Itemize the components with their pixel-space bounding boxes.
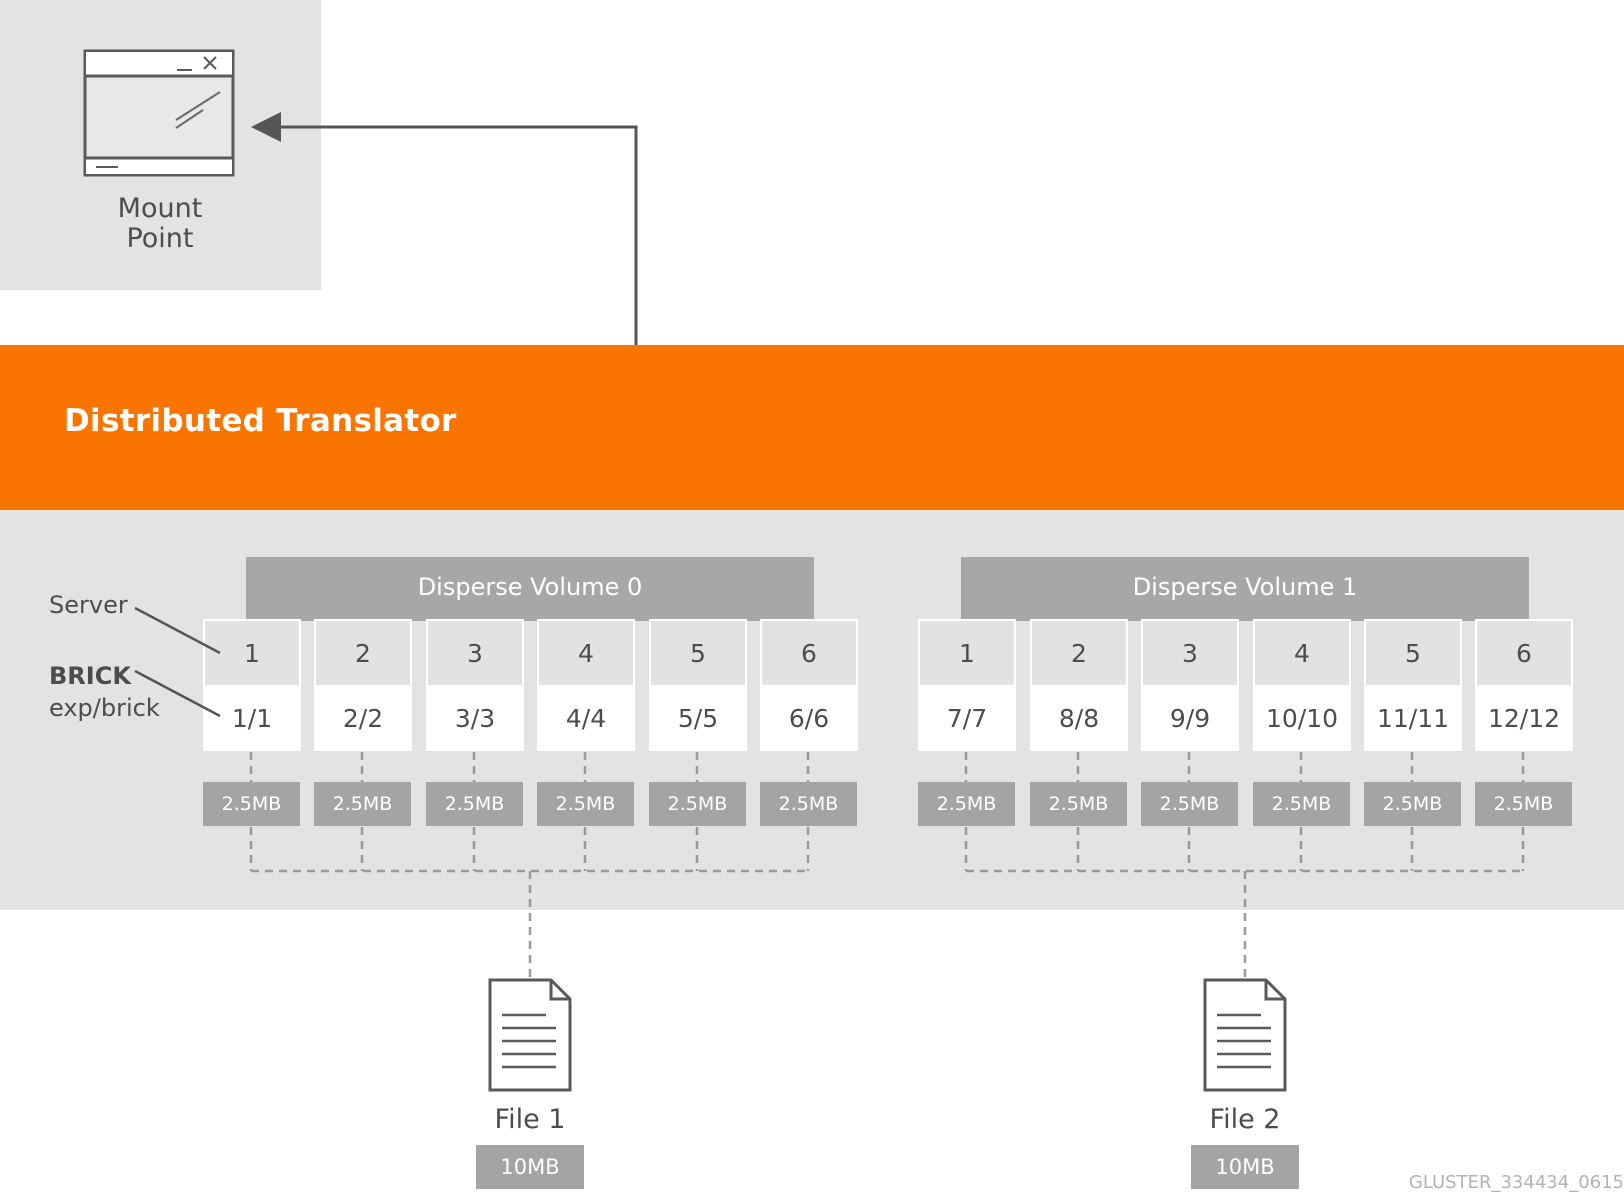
translator-label: Distributed Translator — [64, 403, 457, 439]
server-cell: 1 — [918, 619, 1016, 685]
volume-header: Disperse Volume 0 — [246, 557, 814, 621]
chunk-size: 2.5MB — [1141, 782, 1238, 826]
volume-title: Disperse Volume 1 — [1132, 573, 1358, 601]
brick-path-label: exp/brick — [49, 694, 160, 722]
chunk-size: 2.5MB — [426, 782, 523, 826]
chunk-size: 2.5MB — [760, 782, 857, 826]
brick-cell: 9/9 — [1141, 685, 1239, 751]
server-cell: 2 — [314, 619, 412, 685]
mount-arrow — [251, 112, 638, 345]
legend-pointer-lines — [134, 606, 221, 718]
brick-cell: 6/6 — [760, 685, 858, 751]
file-size: 10MB — [476, 1145, 584, 1189]
brick-legend-label: BRICK — [49, 662, 131, 690]
brick-cell: 8/8 — [1030, 685, 1128, 751]
chunk-size: 2.5MB — [1253, 782, 1350, 826]
file-size: 10MB — [1191, 1145, 1299, 1189]
server-cell: 3 — [1141, 619, 1239, 685]
document-icon — [1203, 978, 1287, 1092]
figure-code: GLUSTER_334434_0615 — [1408, 1172, 1624, 1193]
chunk-size: 2.5MB — [1475, 782, 1572, 826]
chunk-size: 2.5MB — [1030, 782, 1127, 826]
chunk-size: 2.5MB — [918, 782, 1015, 826]
brick-cell: 10/10 — [1253, 685, 1351, 751]
brick-cell: 7/7 — [918, 685, 1016, 751]
volume-title: Disperse Volume 0 — [417, 573, 643, 601]
brick-cell: 3/3 — [426, 685, 524, 751]
chunk-size: 2.5MB — [314, 782, 411, 826]
brick-cell: 12/12 — [1475, 685, 1573, 751]
file-name: File 1 — [494, 1104, 566, 1135]
server-cell: 4 — [1253, 619, 1351, 685]
mount-point-label: Mount Point — [60, 194, 260, 254]
chunk-size: 2.5MB — [537, 782, 634, 826]
server-cell: 5 — [649, 619, 747, 685]
distributed-translator-band — [0, 345, 1624, 510]
application-window-icon — [83, 49, 235, 177]
server-cell: 6 — [760, 619, 858, 685]
server-cell: 3 — [426, 619, 524, 685]
mount-point-label-line2: Point — [126, 223, 194, 254]
arrow-head-icon — [251, 112, 281, 142]
chunk-size: 2.5MB — [649, 782, 746, 826]
chunk-size: 2.5MB — [203, 782, 300, 826]
brick-cell: 2/2 — [314, 685, 412, 751]
mount-point-label-line1: Mount — [117, 193, 203, 224]
brick-cell: 1/1 — [203, 685, 301, 751]
brick-cell: 4/4 — [537, 685, 635, 751]
chunk-connectors — [249, 752, 1525, 977]
server-legend-label: Server — [49, 591, 128, 619]
volume-header: Disperse Volume 1 — [961, 557, 1529, 621]
chunk-size: 2.5MB — [1364, 782, 1461, 826]
document-icon — [488, 978, 572, 1092]
brick-cell: 5/5 — [649, 685, 747, 751]
server-cell: 5 — [1364, 619, 1462, 685]
server-cell: 6 — [1475, 619, 1573, 685]
file-name: File 2 — [1209, 1104, 1281, 1135]
brick-cell: 11/11 — [1364, 685, 1462, 751]
server-cell: 2 — [1030, 619, 1128, 685]
server-cell: 4 — [537, 619, 635, 685]
